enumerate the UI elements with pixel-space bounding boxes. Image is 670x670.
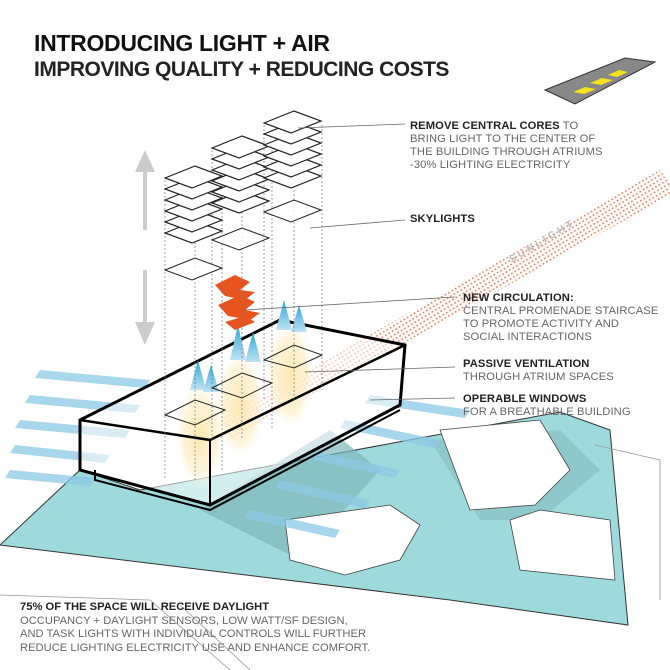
ventilation-arrows — [190, 300, 307, 392]
callout-heading: OPERABLE WINDOWS — [463, 393, 587, 405]
floor-plates — [163, 110, 323, 281]
callout-line: FOR A BREATHABLE BUILDING — [463, 406, 631, 418]
leader-lines — [244, 123, 456, 401]
footer-line: OCCUPANCY + DAYLIGHT SENSORS, LOW WATT/S… — [20, 614, 348, 627]
page-subtitle: IMPROVING QUALITY + REDUCING COSTS — [34, 58, 449, 81]
callout-line: SOCIAL INTERACTIONS — [463, 331, 592, 343]
callout-heading: REMOVE CENTRAL CORES — [410, 120, 560, 132]
footer-note: 75% OF THE SPACE WILL RECEIVE DAYLIGHT O… — [20, 601, 370, 655]
callout-line: BRING LIGHT TO THE CENTER OF — [410, 133, 596, 145]
callout-line: -30% LIGHTING ELECTRICITY — [410, 159, 571, 171]
down-arrow-icon — [135, 270, 155, 345]
courtyard-void — [509, 509, 616, 581]
footer-line: REDUCE LIGHTING ELECTRICITY USE AND ENHA… — [20, 641, 371, 654]
callout-operable-windows: OPERABLE WINDOWS FOR A BREATHABLE BUILDI… — [463, 393, 631, 419]
page-title: INTRODUCING LIGHT + AIR — [34, 30, 330, 56]
courtyard-void — [284, 504, 421, 576]
circulation-staircase — [215, 275, 260, 330]
floor-plate — [262, 110, 323, 134]
callout-passive-ventilation: PASSIVE VENTILATION THROUGH ATRIUM SPACE… — [463, 358, 614, 384]
callout-line: CENTRAL PROMENADE STAIRCASE — [463, 305, 659, 317]
callout-line: THROUGH ATRIUM SPACES — [463, 371, 614, 383]
callout-heading-tail: TO — [559, 120, 579, 132]
callout-heading: SKYLIGHTS — [410, 213, 475, 225]
building-volume — [78, 318, 407, 512]
callout-heading: NEW CIRCULATION: — [463, 292, 574, 304]
callout-line: THE BUILDING THROUGH ATRIUMS — [410, 146, 603, 158]
floor-plate — [163, 257, 224, 281]
callout-remove-cores: REMOVE CENTRAL CORES TO BRING LIGHT TO T… — [410, 120, 603, 172]
up-arrow-icon — [135, 150, 155, 230]
callout-heading: PASSIVE VENTILATION — [463, 358, 590, 370]
footer-heading: 75% OF THE SPACE WILL RECEIVE DAYLIGHT — [20, 601, 270, 613]
callout-new-circulation: NEW CIRCULATION: CENTRAL PROMENADE STAIR… — [463, 292, 658, 344]
footer-line: AND TASK LIGHTS WITH INDIVIDUAL CONTROLS… — [20, 628, 367, 640]
floor-plate — [262, 199, 323, 223]
floor-plate — [210, 227, 271, 251]
site-ground — [0, 411, 661, 670]
skylight-icon — [543, 57, 657, 105]
callout-skylights: SKYLIGHTS — [410, 213, 475, 226]
floor-plate — [163, 165, 224, 189]
courtyard-void — [439, 419, 571, 511]
callout-line: TO PROMOTE ACTIVITY AND — [463, 318, 620, 330]
